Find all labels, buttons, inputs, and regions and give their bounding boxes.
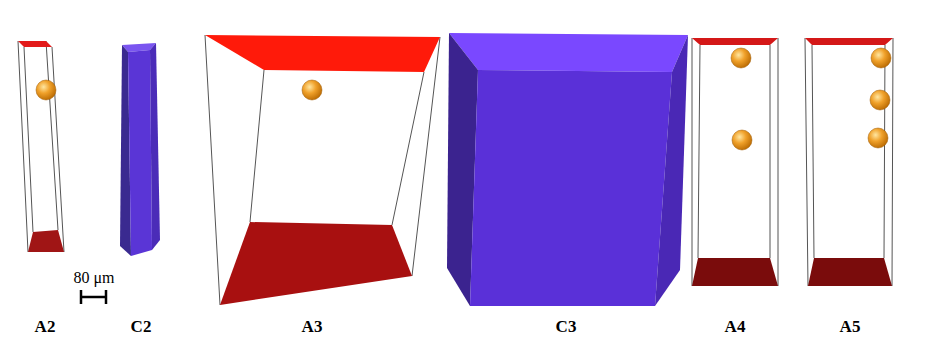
box-label: A4 (725, 318, 746, 335)
box-label: C3 (556, 318, 577, 335)
scale-label: 80 μm (73, 270, 114, 286)
box-label: C2 (131, 318, 152, 335)
box-label: A3 (302, 318, 323, 335)
box-label: A2 (35, 318, 56, 335)
box-label: A5 (840, 318, 861, 335)
scale-bar (81, 290, 106, 304)
orange-spheres (36, 48, 891, 150)
blue-solids (120, 33, 688, 306)
